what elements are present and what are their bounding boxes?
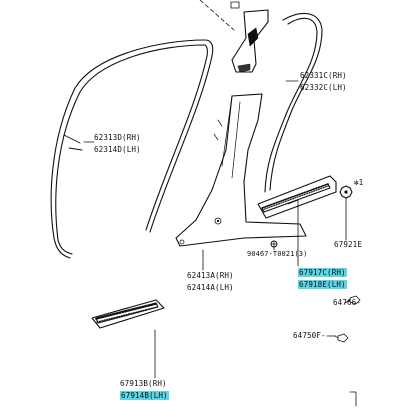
b-pillar-upper-callout-rh[interactable]: 62331C(RH): [300, 71, 347, 80]
front-scuff-callout-rh[interactable]: 67913B(RH): [120, 379, 167, 388]
scuff-clip-callout[interactable]: 67921E: [334, 240, 363, 249]
rear-scuff-callout-rh[interactable]: 67917C(RH): [298, 268, 347, 277]
rear-scuff-callout-lh[interactable]: 67918E(LH): [298, 280, 347, 289]
a-pillar-lower-callout-lh[interactable]: 62414A(LH): [187, 283, 234, 292]
weatherstrip-callout-lh[interactable]: 62314D(LH): [94, 145, 141, 154]
b-pillar-upper-part: [231, 9, 269, 73]
part-64750-part: [334, 333, 357, 407]
reference-dashed-line: [199, 0, 240, 31]
front-scuff-plate-part: [91, 299, 165, 329]
a-pillar-lower-part: [175, 93, 307, 247]
front-scuff-callout-lh[interactable]: 67914B(LH): [120, 391, 169, 400]
clip-callout[interactable]: 90467-T0021(3): [247, 250, 308, 258]
part-64766-callout[interactable]: 64766-: [333, 298, 362, 307]
clip-part: [270, 240, 278, 248]
scuff-clip-part: [339, 185, 353, 199]
a-pillar-lower-callout-rh[interactable]: 62413A(RH): [187, 271, 234, 280]
part-64750-callout[interactable]: 64750F-: [293, 331, 326, 340]
b-pillar-trim-part: [264, 12, 323, 193]
leader-lines: [83, 80, 351, 379]
note-mark: ✻1: [354, 178, 364, 187]
weatherstrip-part: [50, 39, 214, 259]
rear-scuff-callout-rh-highlight: 67917C(RH): [298, 268, 347, 277]
part-64766-part: [349, 295, 361, 305]
rear-scuff-callout-lh-highlight: 67918E(LH): [298, 280, 347, 289]
weatherstrip-callout-rh[interactable]: 62313D(RH): [94, 133, 141, 142]
b-pillar-upper-callout-lh[interactable]: 62332C(LH): [300, 83, 347, 92]
front-scuff-callout-lh-highlight: 67914B(LH): [120, 391, 169, 400]
rear-scuff-plate-part: [257, 175, 337, 219]
